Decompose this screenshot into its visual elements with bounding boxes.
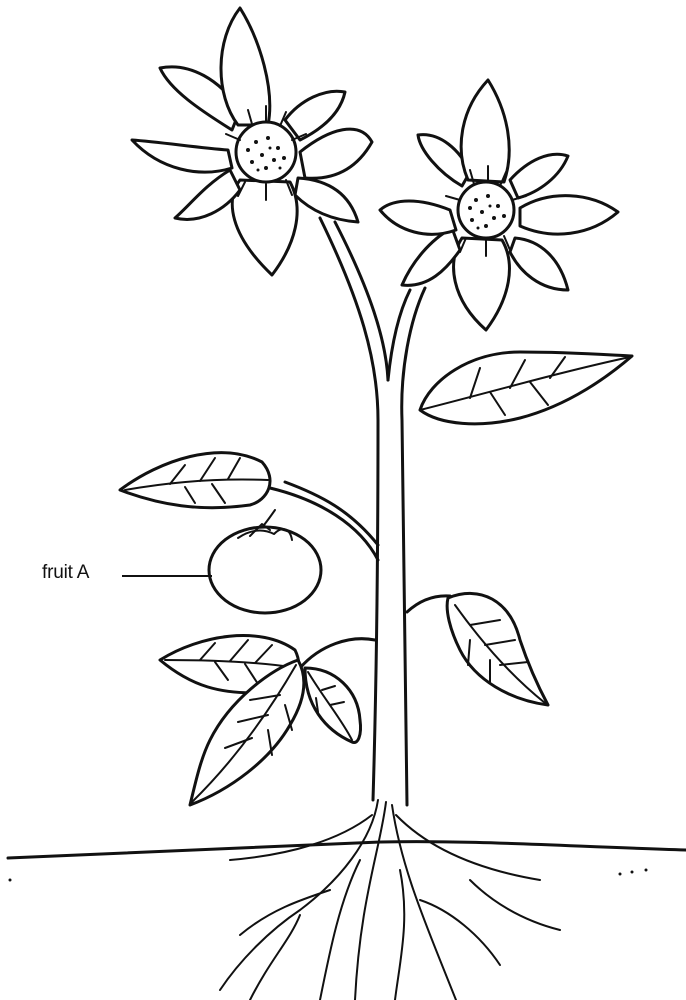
fruit-a-pointer-line (122, 575, 212, 577)
flower-right (380, 80, 618, 330)
leaf-lower-left (160, 636, 375, 805)
fruit-a (209, 524, 321, 613)
flower-left (132, 8, 372, 275)
leaf-upper-left (120, 453, 270, 508)
leaf-right-middle (407, 593, 548, 705)
leaf-upper-right (420, 352, 632, 424)
ground (8, 842, 686, 882)
fruit-a-label: fruit A (42, 562, 89, 584)
roots (220, 800, 560, 1000)
